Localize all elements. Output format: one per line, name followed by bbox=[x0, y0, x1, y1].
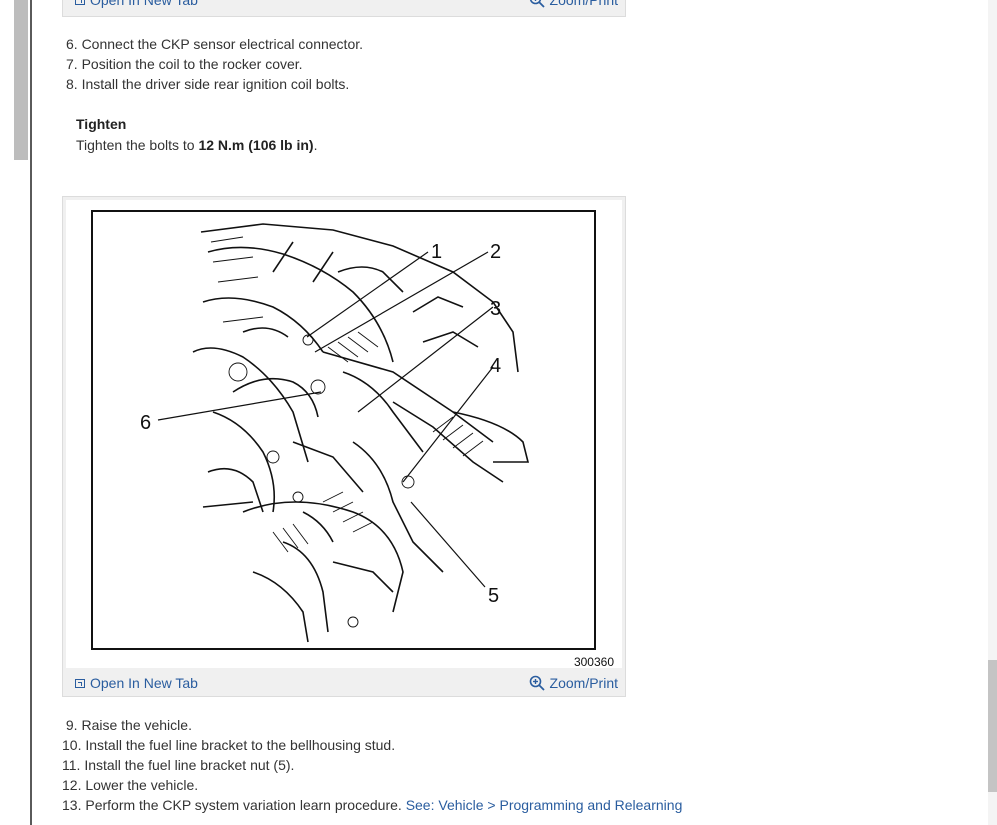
callout-1: 1 bbox=[431, 241, 442, 263]
zoom-print-link[interactable]: Zoom/Print bbox=[529, 0, 618, 8]
step-8: 8. Install the driver side rear ignition… bbox=[66, 76, 350, 92]
step-9: 9. Raise the vehicle. bbox=[62, 717, 192, 733]
step-11: 11. Install the fuel line bracket nut (5… bbox=[62, 757, 295, 773]
open-new-tab-icon bbox=[75, 678, 85, 688]
callout-3: 3 bbox=[490, 298, 501, 320]
step-12: 12. Lower the vehicle. bbox=[62, 777, 199, 793]
tighten-heading: Tighten bbox=[76, 116, 127, 132]
engine-line-drawing: 1 2 3 4 5 6 bbox=[140, 223, 530, 643]
tighten-spec: Tighten the bolts to 12 N.m (106 lb in). bbox=[76, 137, 318, 153]
step-6: 6. Connect the CKP sensor electrical con… bbox=[66, 36, 364, 52]
engine-illustration[interactable]: 1 2 3 4 5 6 bbox=[91, 210, 596, 650]
right-scrollbar-track[interactable] bbox=[988, 0, 997, 825]
torque-value: 12 N.m (106 lb in) bbox=[198, 137, 314, 153]
figure-id: 300360 bbox=[573, 655, 614, 669]
open-in-new-tab-link[interactable]: Open In New Tab bbox=[75, 675, 198, 691]
callout-6: 6 bbox=[140, 412, 151, 434]
figure-area: 1 2 3 4 5 6 300360 bbox=[66, 200, 622, 669]
previous-figure-panel: Open In New Tab Zoom/Print bbox=[62, 0, 626, 17]
callout-4: 4 bbox=[490, 355, 501, 377]
right-scrollbar-thumb[interactable] bbox=[988, 660, 997, 792]
step-7: 7. Position the coil to the rocker cover… bbox=[66, 56, 303, 72]
callout-5: 5 bbox=[488, 585, 499, 607]
step-10: 10. Install the fuel line bracket to the… bbox=[62, 737, 396, 753]
open-new-tab-icon bbox=[75, 0, 85, 5]
zoom-icon bbox=[529, 675, 545, 691]
open-in-new-tab-link[interactable]: Open In New Tab bbox=[75, 0, 198, 8]
callout-2: 2 bbox=[490, 241, 501, 263]
step-13: 13. Perform the CKP system variation lea… bbox=[62, 797, 683, 813]
left-scrollbar-thumb[interactable] bbox=[14, 0, 28, 160]
zoom-print-link[interactable]: Zoom/Print bbox=[529, 675, 618, 691]
zoom-icon bbox=[529, 0, 545, 8]
programming-relearning-link[interactable]: See: Vehicle > Programming and Relearnin… bbox=[405, 797, 683, 813]
figure-panel: 1 2 3 4 5 6 300360 Open In New Tab Zoom/… bbox=[62, 196, 626, 697]
